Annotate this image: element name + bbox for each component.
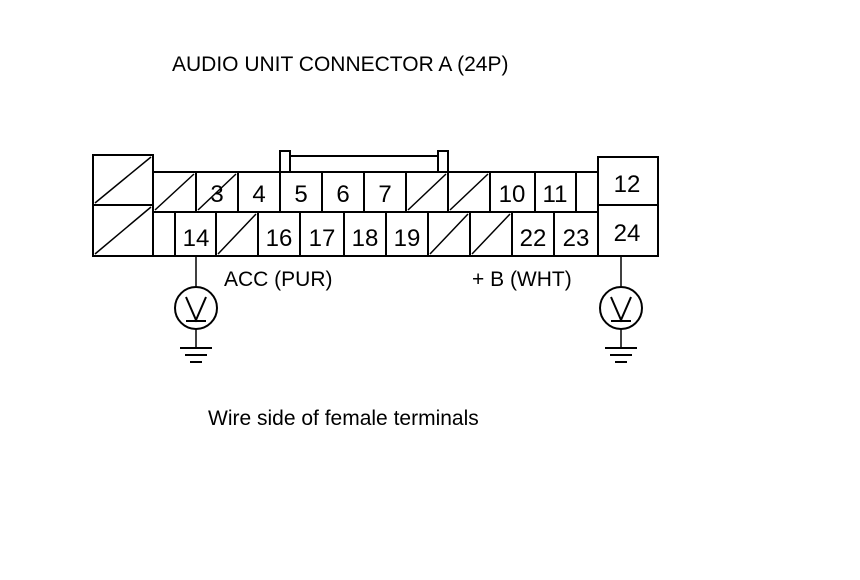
- voltmeter-icon: [174, 286, 218, 330]
- probe-batt-label: + B (WHT): [472, 268, 572, 291]
- terminal-24: 24: [614, 220, 641, 247]
- terminal-12: 12: [614, 171, 641, 198]
- probe-acc: [174, 256, 218, 363]
- probe-batt: [599, 256, 643, 363]
- terminal-22: 22: [520, 225, 547, 252]
- cavity-unused: [154, 173, 195, 211]
- cavity-unused: [429, 213, 469, 255]
- terminal-19: 19: [394, 225, 421, 252]
- diagram-title: AUDIO UNIT CONNECTOR A (24P): [172, 53, 508, 76]
- terminal-4: 4: [252, 181, 265, 208]
- terminal-labels-top: 3 4 5 6 7 10 11 12: [210, 171, 640, 208]
- terminal-16: 16: [266, 225, 293, 252]
- diagram-caption: Wire side of female terminals: [208, 407, 479, 430]
- connector-latch: [279, 150, 449, 172]
- ground-icon: [605, 347, 637, 363]
- cavity-unused: [471, 213, 511, 255]
- terminal-14: 14: [183, 225, 210, 252]
- cavity-unused: [407, 173, 447, 211]
- terminal-18: 18: [352, 225, 379, 252]
- connector-outline: [92, 154, 659, 257]
- cavity-unused: [217, 213, 257, 255]
- terminal-10: 10: [499, 181, 526, 208]
- terminal-7: 7: [378, 181, 391, 208]
- terminal-3: 3: [210, 181, 223, 208]
- terminal-5: 5: [294, 181, 307, 208]
- cavity-unused: [449, 173, 489, 211]
- cavity-unused: [197, 173, 237, 211]
- ground-icon: [180, 347, 212, 363]
- connector-body: [92, 150, 659, 257]
- terminal-labels-bottom: 14 16 17 18 19 22 23 24: [183, 220, 641, 252]
- terminal-11: 11: [543, 181, 568, 208]
- terminal-6: 6: [336, 181, 349, 208]
- terminal-17: 17: [309, 225, 336, 252]
- voltmeter-icon: [599, 286, 643, 330]
- terminal-23: 23: [563, 225, 590, 252]
- probe-acc-label: ACC (PUR): [224, 268, 333, 291]
